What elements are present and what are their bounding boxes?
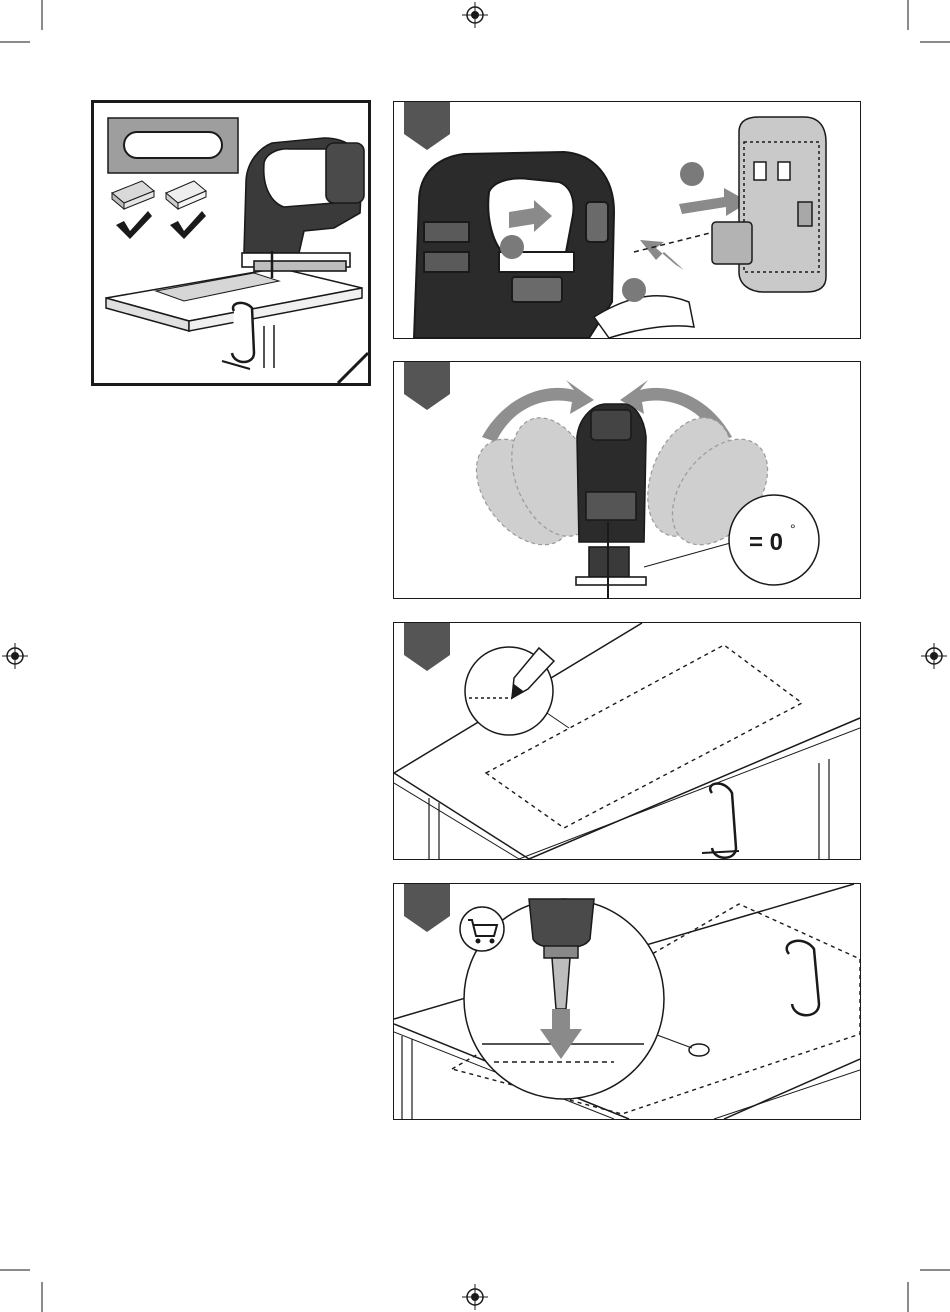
wood-icon — [112, 181, 154, 209]
angle-value: = 0 — [749, 529, 783, 556]
intro-panel — [91, 100, 371, 386]
mark-cutline-illustration — [394, 623, 860, 859]
jigsaw-workpiece-illustration — [94, 103, 368, 383]
callout-3 — [622, 278, 646, 302]
step-4-panel — [393, 883, 861, 1120]
step-2-panel: = 0 ° — [393, 361, 861, 599]
degree-symbol: ° — [790, 521, 796, 537]
battery-insertion-illustration — [394, 102, 860, 338]
bevel-angle-illustration: = 0 ° — [394, 362, 860, 598]
drill-pilot-hole-illustration — [394, 884, 860, 1119]
shopping-cart-icon — [460, 907, 504, 951]
callout-2 — [680, 162, 704, 186]
callout-1 — [500, 235, 524, 259]
board-icon — [166, 181, 206, 209]
checkmark-icon — [116, 211, 206, 239]
step-3-panel — [393, 622, 861, 860]
step-1-panel — [393, 101, 861, 339]
